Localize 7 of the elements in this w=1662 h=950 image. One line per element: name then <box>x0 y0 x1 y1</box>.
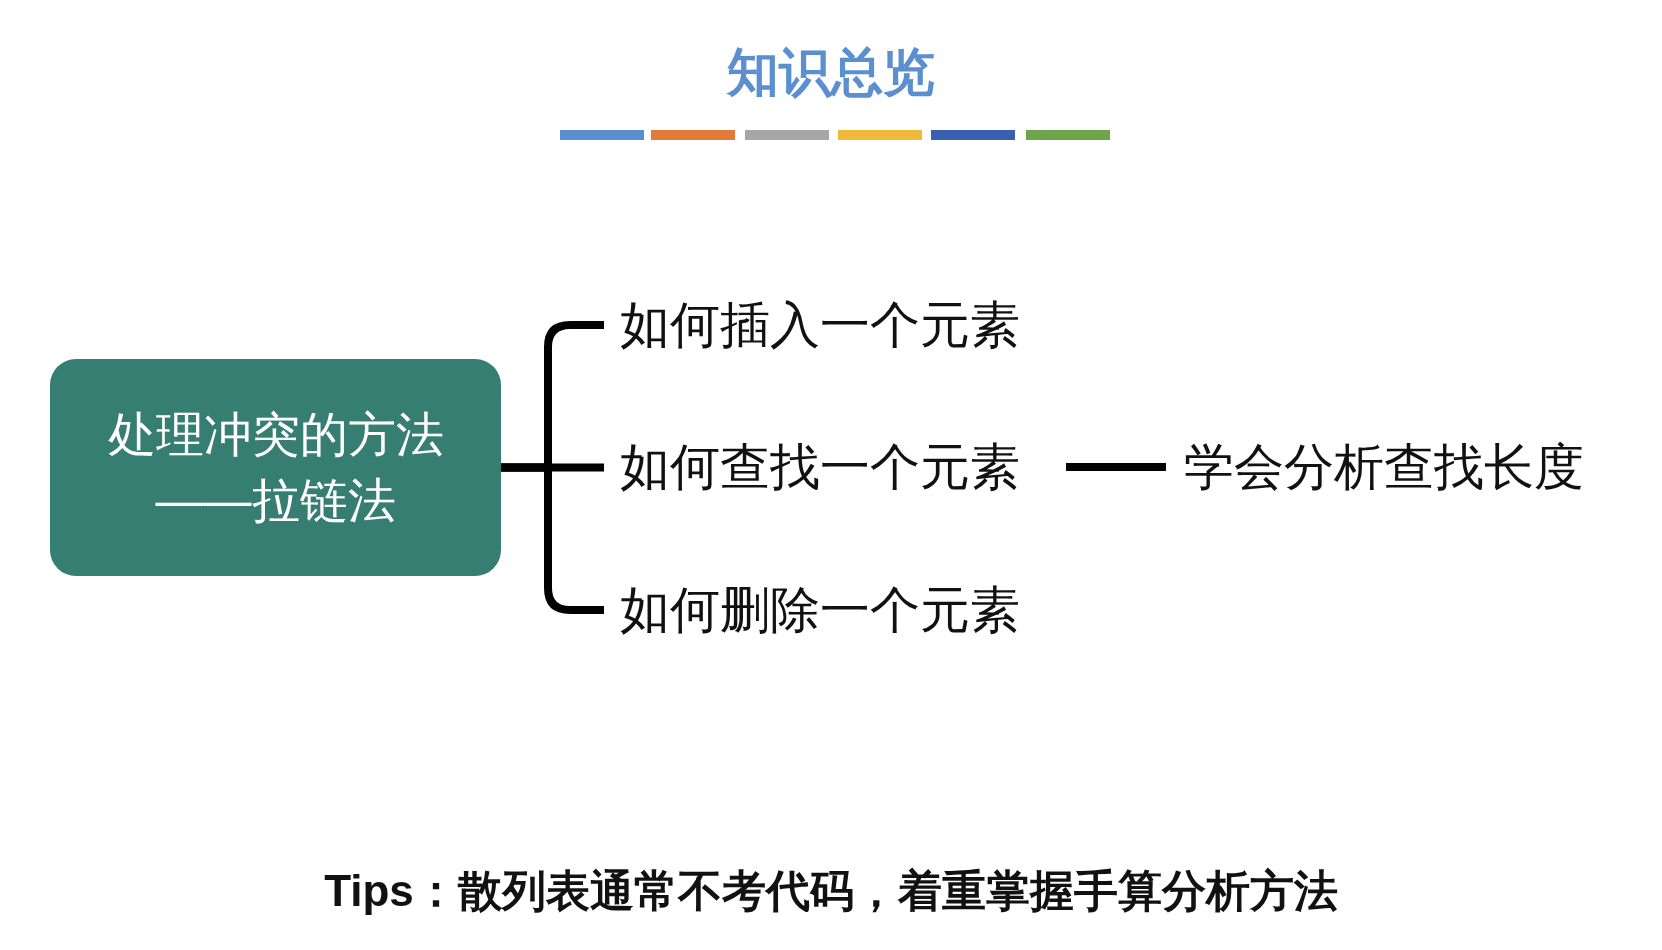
tips-note: Tips：散列表通常不考代码，着重掌握手算分析方法 <box>324 866 1338 915</box>
topic-text: 如何删除一个元素 <box>620 575 1050 645</box>
topic-box: 处理冲突的方法——拉链法 <box>50 359 501 576</box>
topic-text: 如何查找一个元素 <box>620 432 1050 502</box>
title: 知识总览 <box>727 43 935 101</box>
topic-text: 如何插入一个元素 <box>620 290 1050 360</box>
topic-text: 学会分析查找长度 <box>1184 432 1624 502</box>
